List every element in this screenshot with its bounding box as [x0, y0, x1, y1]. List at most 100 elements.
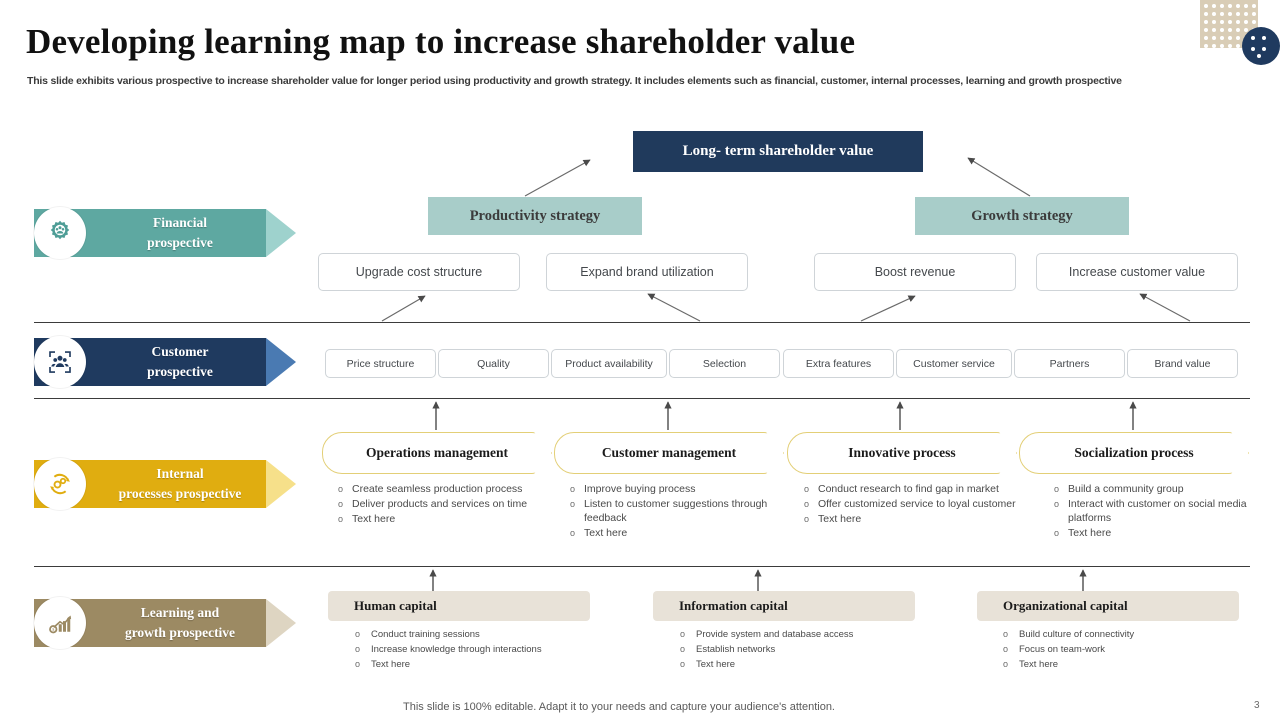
- list-item-label: Text here: [584, 526, 628, 539]
- process-header-innovative-process[interactable]: Innovative process: [787, 432, 1017, 474]
- corner-navy-circle: [1242, 27, 1280, 65]
- capital-box-human-capital[interactable]: Human capital: [328, 591, 590, 621]
- customer-box-brand-value[interactable]: Brand value: [1127, 349, 1238, 378]
- list-item: o Create seamless production process: [338, 483, 548, 497]
- customer-label-line1: Customer: [151, 344, 209, 360]
- list-item: o Focus on team-work: [1003, 643, 1253, 657]
- financial-box-upgrade-cost-structure[interactable]: Upgrade cost structure: [318, 253, 520, 291]
- sidebar-item-customer[interactable]: Customer prospective: [0, 336, 330, 388]
- sidebar-item-learning-growth[interactable]: $ Learning and growth prospective: [0, 597, 330, 649]
- list-item-label: Text here: [818, 512, 862, 525]
- financial-box-increase-customer-value[interactable]: Increase customer value: [1036, 253, 1238, 291]
- productivity-strategy-node[interactable]: Productivity strategy: [428, 197, 642, 235]
- learning-label-line2: growth prospective: [124, 625, 236, 640]
- process-header-operations-management[interactable]: Operations management: [322, 432, 552, 474]
- list-item-label: Create seamless production process: [352, 483, 523, 495]
- internal-label-line2: processes prospective: [118, 486, 242, 501]
- bullet-marker-icon: o: [1054, 527, 1060, 538]
- bullet-marker-icon: o: [1003, 629, 1009, 639]
- gear-people-icon: [50, 220, 70, 240]
- list-item: o Build culture of connectivity: [1003, 628, 1253, 642]
- page-number: 3: [1254, 700, 1260, 711]
- list-item-label: Text here: [696, 658, 736, 670]
- bullet-marker-icon: o: [570, 484, 576, 494]
- growth-strategy-node[interactable]: Growth strategy: [915, 197, 1129, 235]
- list-item-label: Focus on team-work: [1019, 643, 1106, 655]
- bullet-marker-icon: o: [804, 484, 810, 494]
- capital-box-organizational-capital[interactable]: Organizational capital: [977, 591, 1239, 621]
- list-item: o Interact with customer on social media …: [1054, 498, 1254, 526]
- list-item-label: Interact with customer on social media p…: [1068, 497, 1247, 524]
- process-header-socialization-process[interactable]: Socialization process: [1019, 432, 1249, 474]
- financial-box-expand-brand-utilization[interactable]: Expand brand utilization: [546, 253, 748, 291]
- list-item-label: Text here: [1019, 658, 1059, 670]
- customer-box-customer-service[interactable]: Customer service: [896, 349, 1012, 378]
- gears-cycle-icon: [50, 473, 70, 495]
- list-item-label: Text here: [371, 658, 411, 670]
- customer-box-price-structure[interactable]: Price structure: [325, 349, 436, 378]
- sidebar-item-internal-processes[interactable]: Internal processes prospective: [0, 458, 330, 510]
- financial-icon-badge: [34, 207, 86, 259]
- bullet-marker-icon: o: [1054, 498, 1060, 509]
- customer-bar-tip: [266, 338, 296, 386]
- divider-customer-internal: [34, 398, 1250, 399]
- bullet-marker-icon: o: [355, 643, 361, 654]
- customer-box-extra-features[interactable]: Extra features: [783, 349, 894, 378]
- list-item-label: Establish networks: [696, 643, 776, 655]
- list-item-label: Deliver products and services on time: [352, 497, 528, 510]
- list-item: o Establish networks: [680, 643, 930, 657]
- learning-bar-tip: [266, 599, 296, 647]
- bullet-marker-icon: o: [680, 629, 686, 639]
- financial-label: Financial prospective: [95, 209, 265, 257]
- bullet-marker-icon: o: [804, 498, 810, 509]
- customer-box-partners[interactable]: Partners: [1014, 349, 1125, 378]
- learning-label-line1: Learning and: [140, 605, 220, 621]
- capital-box-information-capital[interactable]: Information capital: [653, 591, 915, 621]
- customer-box-selection[interactable]: Selection: [669, 349, 780, 378]
- financial-bar-tip: [266, 209, 296, 257]
- learning-icon-badge: $: [34, 597, 86, 649]
- list-item: o Text here: [355, 658, 605, 672]
- bullet-marker-icon: o: [1003, 643, 1009, 654]
- footer-note: This slide is 100% editable. Adapt it to…: [403, 701, 835, 713]
- page-subtitle: This slide exhibits various prospective …: [27, 75, 1122, 87]
- list-item-label: Build culture of connectivity: [1019, 629, 1135, 640]
- list-item: o Deliver products and services on time: [338, 498, 548, 512]
- internal-label-line1: Internal: [156, 466, 204, 482]
- bullet-marker-icon: o: [338, 484, 344, 494]
- bullet-marker-icon: o: [355, 658, 361, 669]
- sidebar-item-financial[interactable]: Financial prospective: [0, 207, 330, 259]
- list-item-label: Offer customized service to loyal custom…: [818, 497, 1016, 510]
- svg-text:$: $: [52, 627, 55, 632]
- bullet-marker-icon: o: [680, 643, 686, 654]
- financial-label-line2: prospective: [147, 235, 213, 250]
- customer-box-product-availability[interactable]: Product availability: [551, 349, 667, 378]
- internal-icon-badge: [34, 458, 86, 510]
- process-header-customer-management[interactable]: Customer management: [554, 432, 784, 474]
- divider-financial-customer: [34, 322, 1250, 323]
- page-title: Developing learning map to increase shar…: [26, 22, 856, 61]
- money-growth-chart-icon: $: [49, 615, 72, 634]
- customer-box-quality[interactable]: Quality: [438, 349, 549, 378]
- long-term-shareholder-value-node[interactable]: Long- term shareholder value: [633, 131, 923, 172]
- financial-box-boost-revenue[interactable]: Boost revenue: [814, 253, 1016, 291]
- customer-label-line2: prospective: [147, 364, 213, 379]
- bullet-marker-icon: o: [338, 498, 344, 509]
- internal-label: Internal processes prospective: [95, 460, 265, 508]
